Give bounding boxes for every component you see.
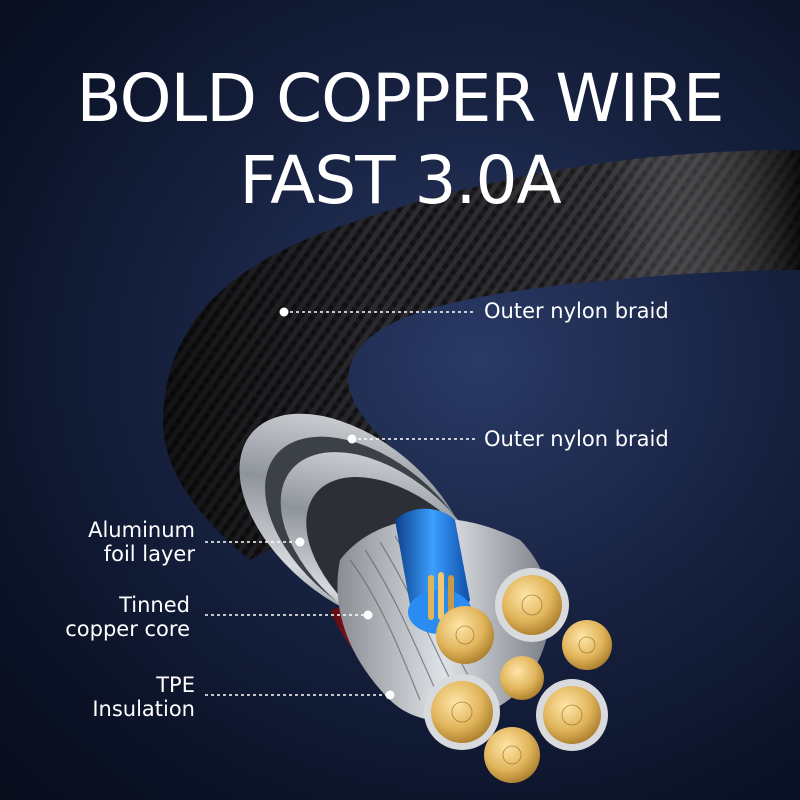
label-tpe-line-1: TPE [156, 673, 195, 697]
label-tpe-insulation: TPE Insulation [40, 673, 195, 721]
label-tinned-line-1: Tinned [119, 593, 190, 617]
label-aluminum-foil-layer: Aluminum foil layer [40, 518, 195, 566]
label-outer-nylon-braid-1: Outer nylon braid [484, 299, 669, 323]
callout-leaders [205, 311, 476, 696]
headline-line-2: FAST 3.0A [239, 142, 561, 219]
label-aluminum-line-1: Aluminum [88, 518, 195, 542]
label-outer-nylon-braid-2: Outer nylon braid [484, 427, 669, 451]
blue-wire-gold-core [428, 572, 454, 620]
label-tinned-copper-core: Tinned copper core [40, 593, 190, 641]
headline: BOLD COPPER WIRE FAST 3.0A [0, 58, 800, 222]
callout-dots [279, 307, 395, 700]
label-tinned-line-2: copper core [65, 617, 190, 641]
label-tpe-line-2: Insulation [92, 697, 195, 721]
label-aluminum-line-2: foil layer [103, 542, 195, 566]
gold-strand-bundles [424, 568, 612, 783]
headline-line-1: BOLD COPPER WIRE [76, 60, 724, 137]
